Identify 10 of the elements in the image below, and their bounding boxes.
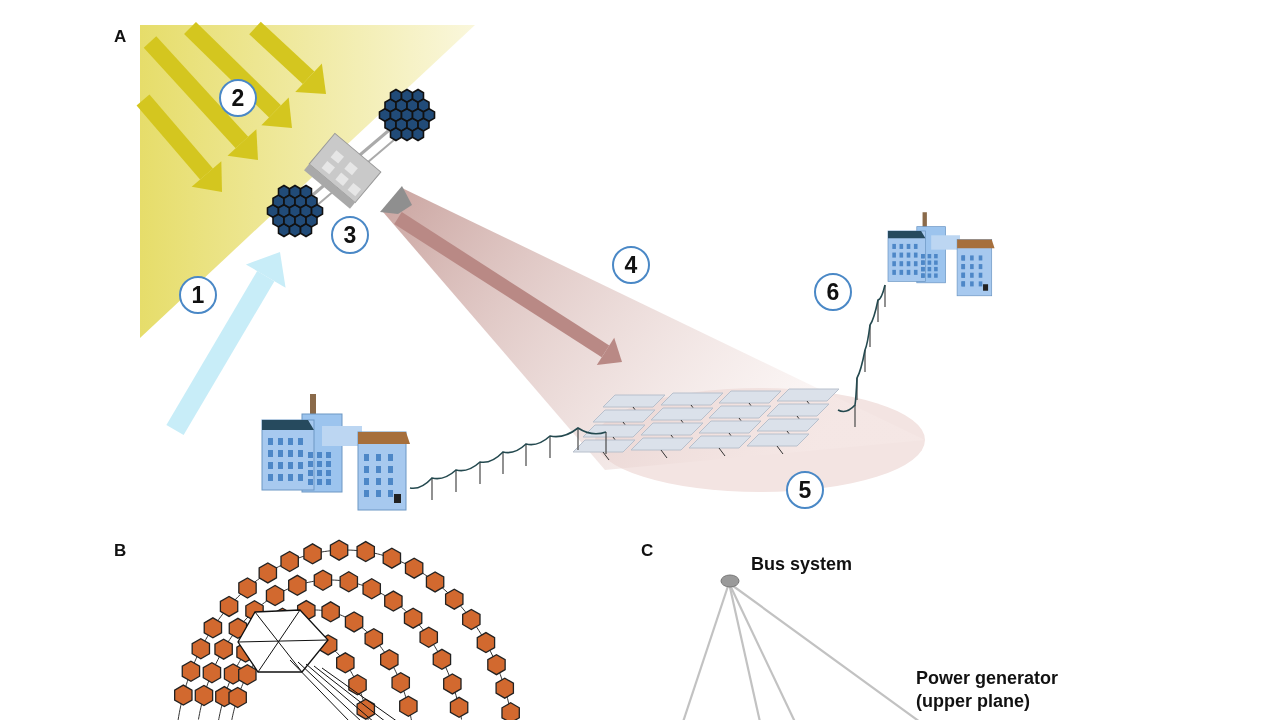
callout-number: 1 (179, 276, 217, 314)
part-label: Bus system (751, 553, 853, 576)
callout-number: 3 (331, 216, 369, 254)
panel-label: A (114, 26, 127, 48)
callout-number: 5 (786, 471, 824, 509)
callout-number: 6 (814, 273, 852, 311)
callout-number: 4 (612, 246, 650, 284)
panel-label: C (641, 540, 654, 562)
panel-label: B (114, 540, 127, 562)
part-label: Power generator (upper plane) (916, 667, 1060, 714)
